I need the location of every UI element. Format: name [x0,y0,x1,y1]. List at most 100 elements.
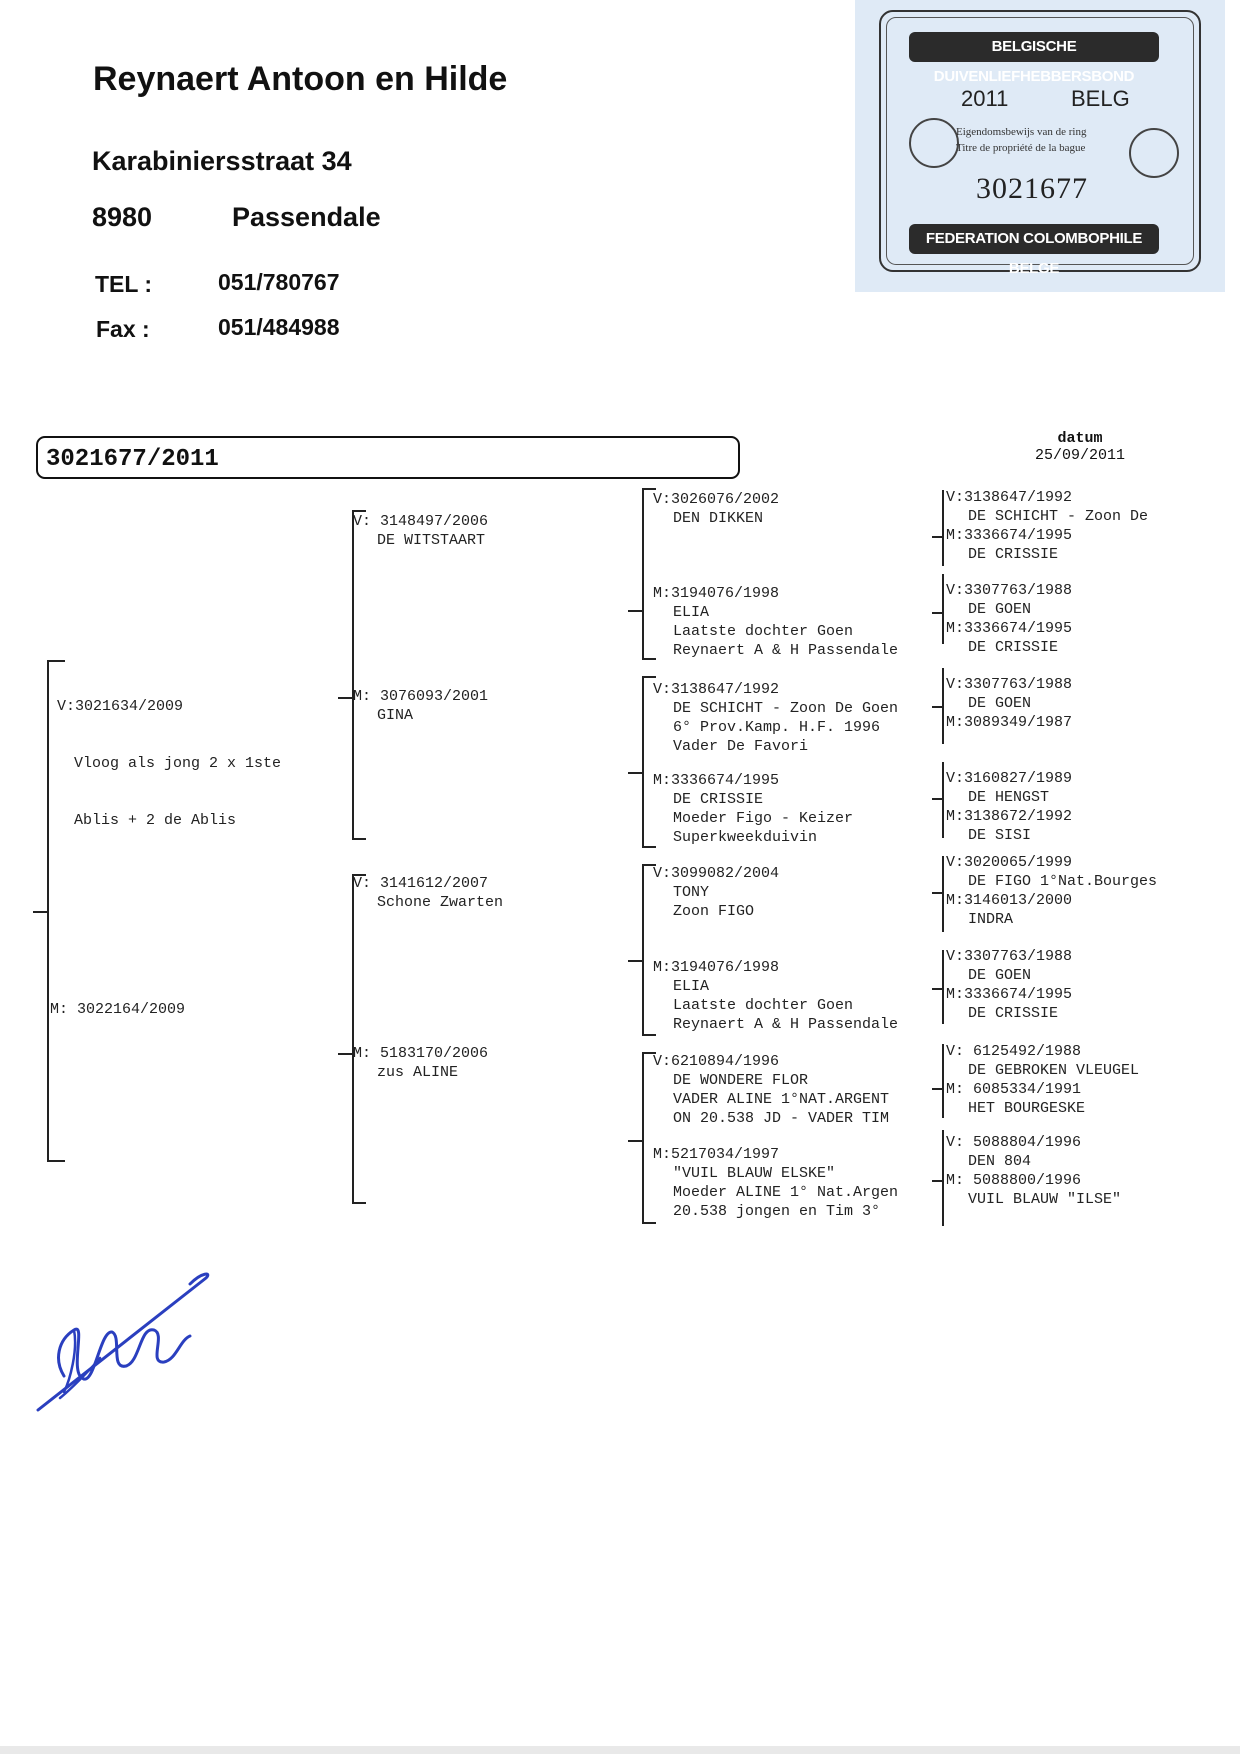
gen2-pigeon-3-line-1: Schone Zwarten [377,894,504,911]
gen2-pigeon-4-ring: M: 5183170/2006 [353,1045,489,1062]
gen4-dam-8-ring: M: 5088800/1996 [946,1172,1082,1189]
gen4-sire-2-ring: V:3307763/1988 [946,582,1073,599]
stamp-country: BELG [1071,86,1130,111]
gen2-pigeon-1: V: 3148497/2006 DE WITSTAART [353,512,488,550]
gen3-pigeon-2-line-1: ELIA [673,604,710,621]
stamp-line-2: Titre de propriété de la bague [956,142,1086,154]
datum-block: datum 25/09/2011 [1020,430,1140,464]
gen4-sire-3: V:3307763/1988 DE GOEN [946,675,1072,713]
stamp-line-1: Eigendomsbewijs van de ring [956,126,1087,138]
stamp-bottom-banner: FEDERATION COLOMBOPHILE BELGE [909,224,1159,277]
gen4-dam-4-line-1: DE SISI [968,827,1032,844]
gen4-dam-2-ring: M:3336674/1995 [946,620,1073,637]
stamp-ring-number: 3021677 [976,172,1088,205]
gen3-pigeon-5-line-2: Zoon FIGO [673,903,755,920]
gen3-pigeon-8-line-3: 20.538 jongen en Tim 3° [673,1203,881,1220]
gen4-dam-7-line-1: HET BOURGESKE [968,1100,1086,1117]
gen4-sire-4: V:3160827/1989 DE HENGST [946,769,1072,807]
gen4-sire-4-ring: V:3160827/1989 [946,770,1073,787]
gen3-pigeon-6-line-3: Reynaert A & H Passendale [673,1016,899,1033]
gen3-pigeon-1-line-1: DEN DIKKEN [673,510,764,527]
gen3-pigeon-5-ring: V:3099082/2004 [653,865,780,882]
gen4-dam-2-line-1: DE CRISSIE [968,639,1059,656]
breeder-postcode: 8980 [92,202,153,232]
gen4-sire-6-ring: V:3307763/1988 [946,948,1073,965]
gen4-dam-5-line-1: INDRA [968,911,1014,928]
gen4-sire-2-line-1: DE GOEN [968,601,1032,618]
gen3-pigeon-4-line-1: DE CRISSIE [673,791,764,808]
gen2-pigeon-1-line-1: DE WITSTAART [377,532,486,549]
gen3-pigeon-6-ring: M:3194076/1998 [653,959,780,976]
gen4-dam-5-ring: M:3146013/2000 [946,892,1073,909]
gen3-pigeon-2-line-3: Reynaert A & H Passendale [673,642,899,659]
gen3-pigeon-4-ring: M:3336674/1995 [653,772,780,789]
gen3-pigeon-8: M:5217034/1997"VUIL BLAUW ELSKE"Moeder A… [653,1145,898,1221]
gen4-sire-3-ring: V:3307763/1988 [946,676,1073,693]
gen4-sire-5-line-1: DE FIGO 1°Nat.Bourges [968,873,1158,890]
gen4-sire-5: V:3020065/1999 DE FIGO 1°Nat.Bourges [946,853,1157,891]
gen3-pigeon-8-ring: M:5217034/1997 [653,1146,780,1163]
gen4-dam-8-line-1: VUIL BLAUW "ILSE" [968,1191,1122,1208]
gen1-sire-note-2: Ablis + 2 de Ablis [74,812,237,829]
handwritten-signature [36,1272,210,1412]
gen3-pigeon-3-ring: V:3138647/1992 [653,681,780,698]
stamp-frame: BELGISCHE DUIVENLIEFHEBBERSBOND 2011 BEL… [879,10,1201,277]
gen4-sire-7-ring: V: 6125492/1988 [946,1043,1082,1060]
gen1-dam-ring: M: 3022164/2009 [50,1001,186,1018]
stamp-year: 2011 [961,86,1009,111]
fax-number: 051/484988 [218,314,340,340]
tel-number: 051/780767 [218,269,340,295]
gen3-pigeon-4-line-3: Superkweekduivin [673,829,818,846]
gen4-sire-3-line-1: DE GOEN [968,695,1032,712]
gen3-pigeon-7-line-3: ON 20.538 JD - VADER TIM [673,1110,890,1127]
gen4-dam-2: M:3336674/1995 DE CRISSIE [946,619,1072,657]
gen4-dam-3: M:3089349/1987 [946,713,1072,732]
gen4-dam-1-ring: M:3336674/1995 [946,527,1073,544]
gen2-pigeon-2-ring: M: 3076093/2001 [353,688,489,705]
ring-number-box: 3021677/2011 [36,436,740,479]
gen3-pigeon-3-line-1: DE SCHICHT - Zoon De Goen [673,700,899,717]
gen4-sire-8-line-1: DEN 804 [968,1153,1032,1170]
ring-certificate-stamp: BELGISCHE DUIVENLIEFHEBBERSBOND 2011 BEL… [855,0,1225,292]
gen2-pigeon-1-ring: V: 3148497/2006 [353,513,489,530]
gen4-sire-5-ring: V:3020065/1999 [946,854,1073,871]
ring-number: 3021677/2011 [46,446,219,473]
gen4-dam-4-ring: M:3138672/1992 [946,808,1073,825]
gen1-sire-note-1: Vloog als jong 2 x 1ste [74,755,282,772]
gen4-sire-4-line-1: DE HENGST [968,789,1050,806]
gen4-sire-6-line-1: DE GOEN [968,967,1032,984]
datum-value: 25/09/2011 [1034,447,1125,464]
gen1-sire: V:3021634/2009 Vloog als jong 2 x 1ste A… [57,659,281,868]
gen3-pigeon-6-line-1: ELIA [673,978,710,995]
stamp-top-banner: BELGISCHE DUIVENLIEFHEBBERSBOND [909,32,1159,85]
gen2-pigeon-2-line-1: GINA [377,707,414,724]
gen1-dam: M: 3022164/2009 [50,962,185,1057]
gen3-pigeon-2-ring: M:3194076/1998 [653,585,780,602]
gen4-dam-6-ring: M:3336674/1995 [946,986,1073,1003]
tel-label: TEL : [95,271,153,297]
breeder-name: Reynaert Antoon en Hilde [93,60,508,98]
breeder-street: Karabiniersstraat 34 [92,146,352,176]
gen3-pigeon-6-line-2: Laatste dochter Goen [673,997,854,1014]
gen4-dam-6-line-1: DE CRISSIE [968,1005,1059,1022]
gen4-sire-1-ring: V:3138647/1992 [946,489,1073,506]
gen4-dam-6: M:3336674/1995 DE CRISSIE [946,985,1072,1023]
page-bottom-edge [0,1746,1240,1754]
gen3-pigeon-1-ring: V:3026076/2002 [653,491,780,508]
